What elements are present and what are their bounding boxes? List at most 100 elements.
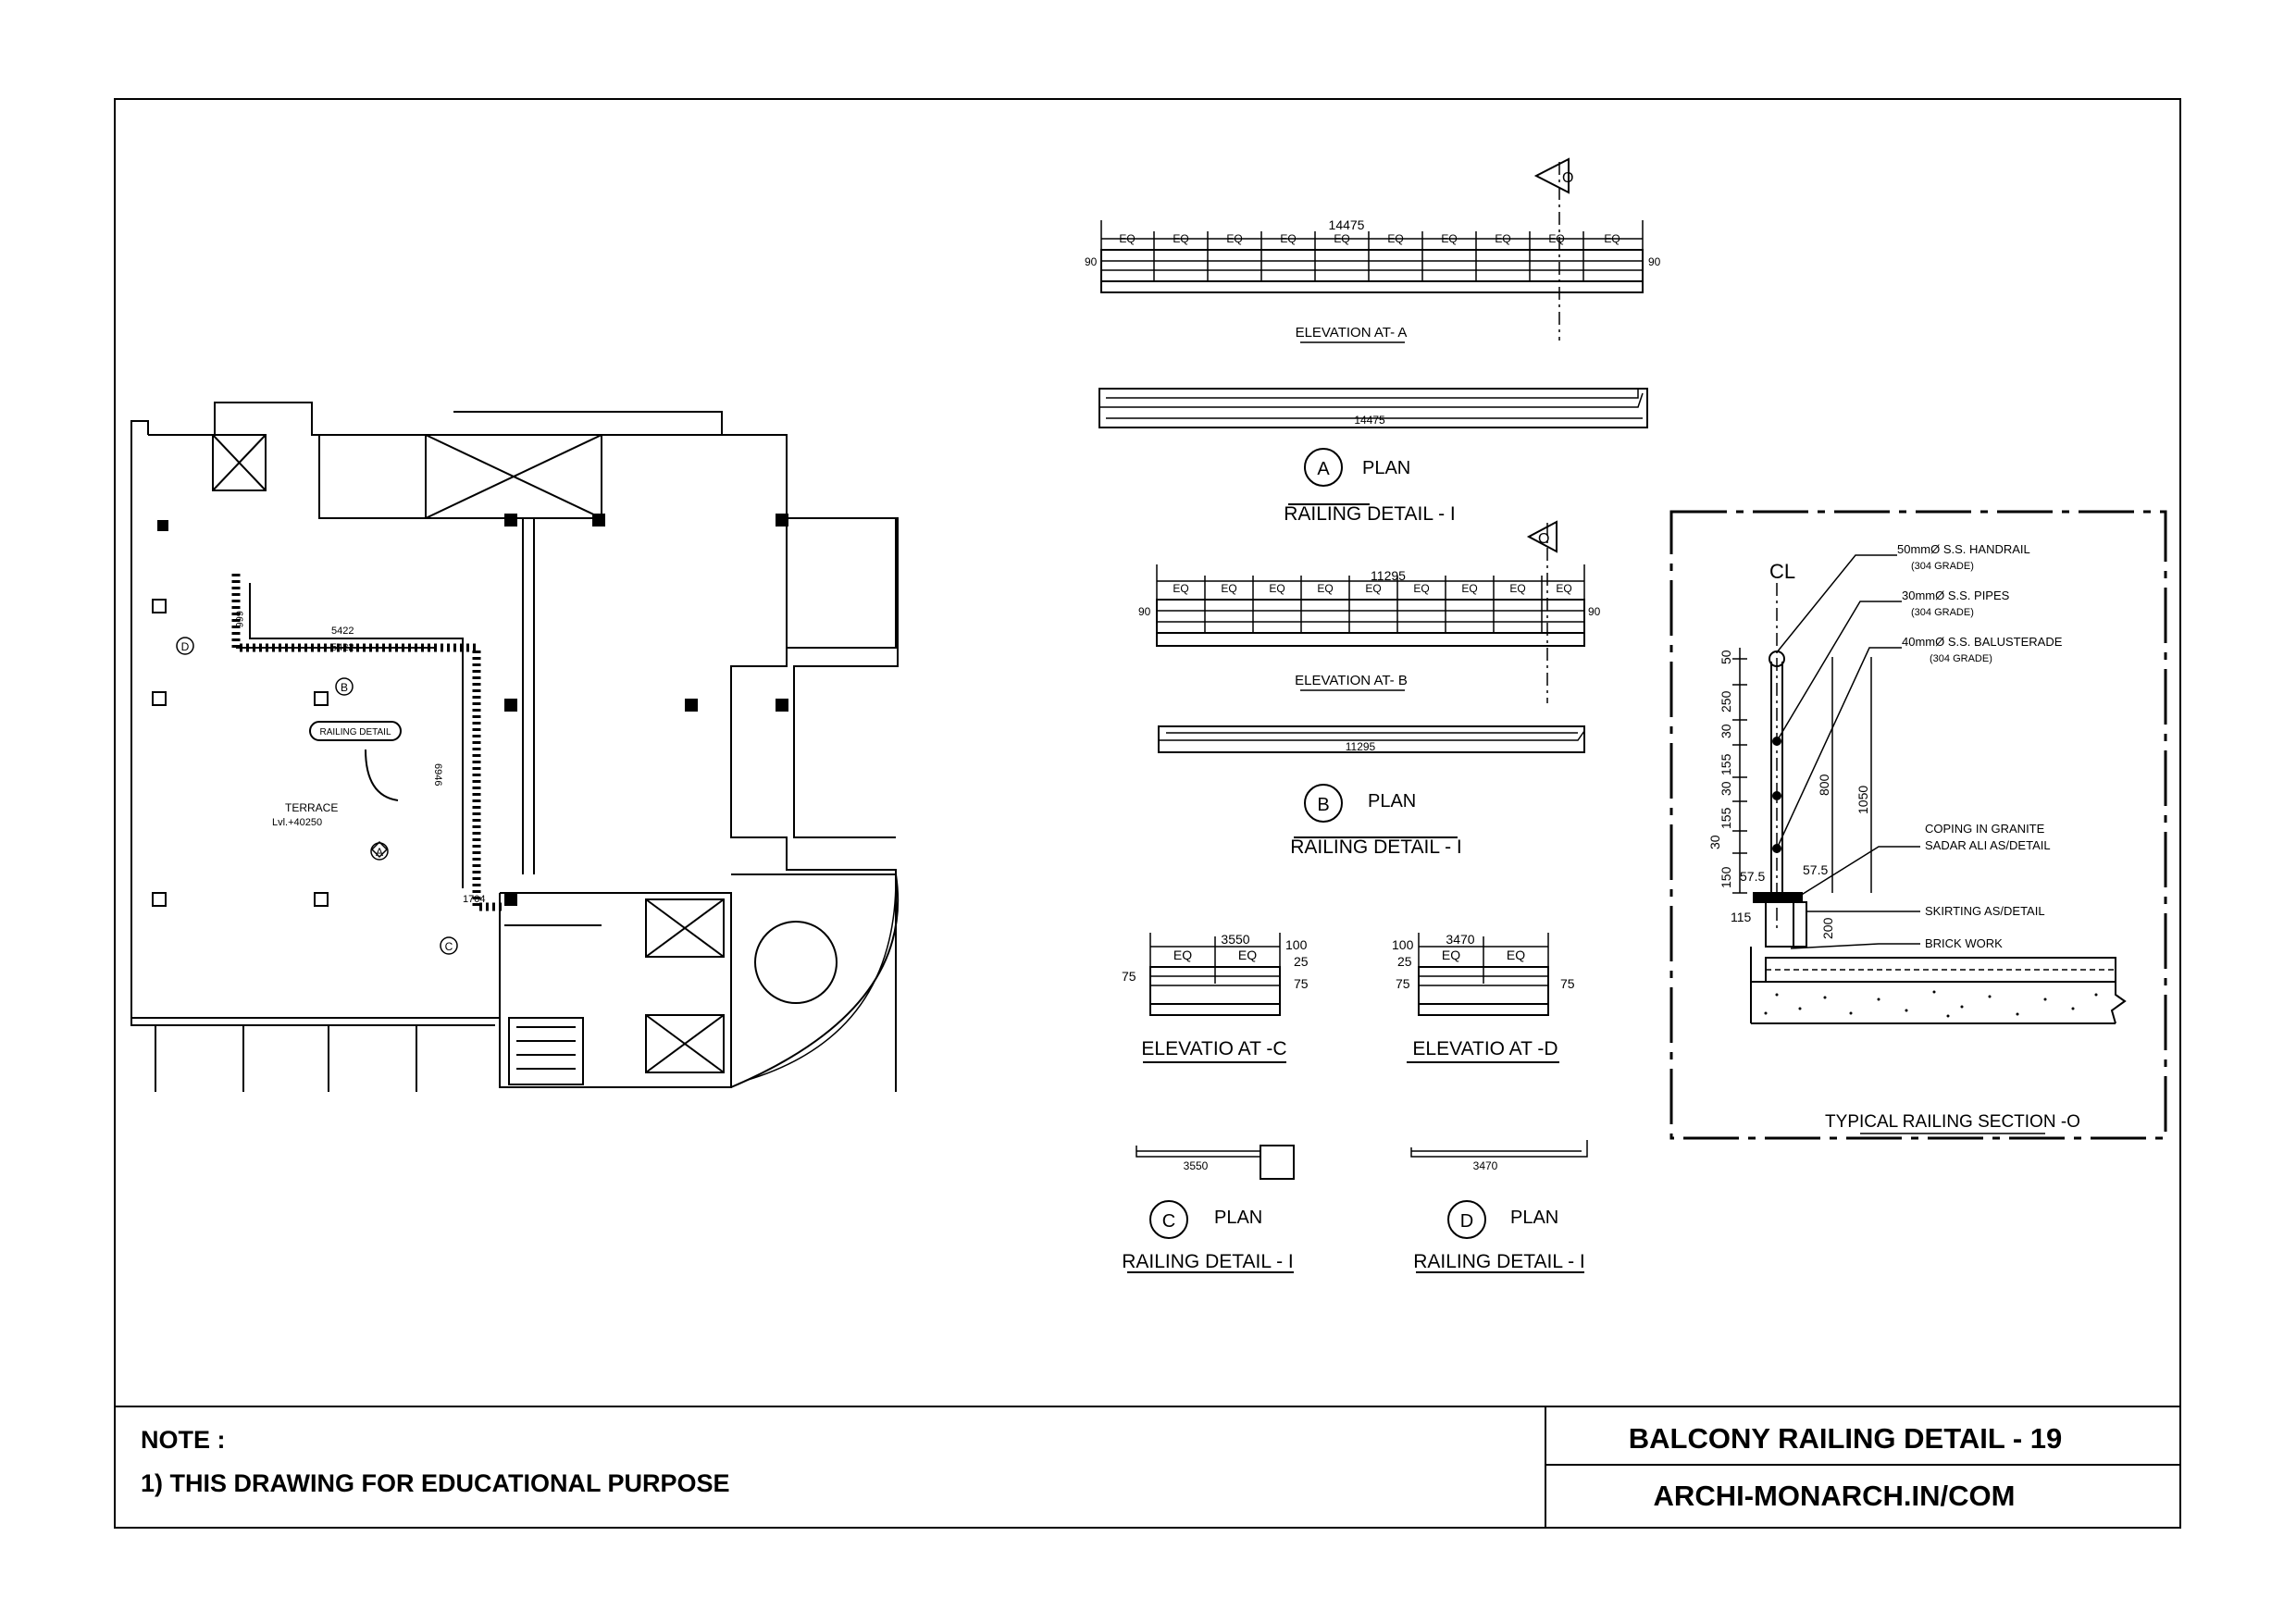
plan-dim-3: 666 xyxy=(233,611,244,627)
plan-marker-a xyxy=(370,840,389,861)
railing-tag-box xyxy=(309,721,402,741)
detail-d-eq-2: EQ xyxy=(1507,948,1525,962)
section-o-dim-800: 800 xyxy=(1817,774,1831,796)
detail-b-marker: B xyxy=(1317,795,1329,815)
detail-b-end-dim-right: 90 xyxy=(1588,605,1601,618)
detail-c-plan-dim: 3550 xyxy=(1184,1159,1209,1172)
plan-marker-a-label: A xyxy=(376,846,383,859)
detail-c-dim-75-right: 75 xyxy=(1294,976,1309,991)
plan-marker-b-label: B xyxy=(341,681,348,694)
detail-b-eq-8: EQ xyxy=(1509,582,1525,595)
detail-b-overall-dim: 11295 xyxy=(1371,568,1406,583)
detail-a-eq-5: EQ xyxy=(1334,232,1349,245)
detail-d-elevation-title: ELEVATIO AT -D xyxy=(1412,1038,1558,1059)
detail-a-end-dim-left: 90 xyxy=(1085,255,1098,268)
detail-b-plan-dim: 11295 xyxy=(1346,740,1376,753)
section-o-coping-1: COPING IN GRANITE xyxy=(1925,822,2045,836)
detail-a-elevation-title: ELEVATION AT- A xyxy=(1296,325,1408,341)
detail-a-plan-dim: 14475 xyxy=(1354,414,1385,427)
detail-b-eq-7: EQ xyxy=(1461,582,1477,595)
detail-c-overall-dim: 3550 xyxy=(1221,932,1249,947)
detail-a-elevation xyxy=(1098,157,1648,505)
detail-c-eq-1: EQ xyxy=(1173,948,1192,962)
note-heading: NOTE : xyxy=(141,1426,226,1454)
detail-a-eq-10: EQ xyxy=(1604,232,1620,245)
section-o-vdim-6: 155 xyxy=(1719,807,1733,829)
section-o-concrete-hatch xyxy=(1764,990,2098,1018)
detail-a-railing-title: RAILING DETAIL - I xyxy=(1284,503,1456,525)
section-o-balusterade-grade: (304 GRADE) xyxy=(1930,653,1992,664)
section-o-pipes: 30mmØ S.S. PIPES xyxy=(1902,588,2010,602)
plan-marker-d-label: D xyxy=(181,640,190,653)
detail-a-eq-9: EQ xyxy=(1548,232,1564,245)
detail-c-eq-2: EQ xyxy=(1238,948,1257,962)
detail-a-eq-4: EQ xyxy=(1280,232,1296,245)
detail-a-eq-8: EQ xyxy=(1495,232,1510,245)
note-line: 1) THIS DRAWING FOR EDUCATIONAL PURPOSE xyxy=(141,1469,730,1497)
detail-a-overall-dim: 14475 xyxy=(1329,217,1365,232)
section-o-pipes-grade: (304 GRADE) xyxy=(1911,607,1974,618)
detail-d-dim-100: 100 xyxy=(1392,937,1414,952)
detail-d-elevation xyxy=(1407,933,1588,1273)
detail-a-plan-label: PLAN xyxy=(1362,458,1410,478)
detail-d-plan-dim: 3470 xyxy=(1473,1159,1498,1172)
detail-c-dim-75-left: 75 xyxy=(1122,969,1136,984)
plan-marker-d xyxy=(176,637,194,655)
detail-b-eq-1: EQ xyxy=(1173,582,1188,595)
sheet-border xyxy=(114,98,2181,1529)
section-o-brickwork: BRICK WORK xyxy=(1925,936,2003,950)
detail-a-eq-6: EQ xyxy=(1387,232,1403,245)
detail-b-end-dim-left: 90 xyxy=(1138,605,1151,618)
section-o-dim-200: 200 xyxy=(1820,917,1835,939)
detail-c-elevation xyxy=(1127,933,1295,1273)
section-o-coping-2: SADAR ALI AS/DETAIL xyxy=(1925,838,2051,852)
plan-marker-b xyxy=(335,677,354,696)
detail-d-dim-25: 25 xyxy=(1397,954,1412,969)
detail-a-end-dim-right: 90 xyxy=(1648,255,1661,268)
plan-dim-1: 5422 xyxy=(331,626,354,637)
detail-b-eq-6: EQ xyxy=(1413,582,1429,595)
detail-d-overall-dim: 3470 xyxy=(1446,932,1474,947)
detail-c-elevation-title: ELEVATIO AT -C xyxy=(1141,1038,1286,1059)
section-o-balusterade: 40mmØ S.S. BALUSTERADE xyxy=(1902,635,2063,649)
website-label: ARCHI-MONARCH.IN/COM xyxy=(1654,1480,2016,1512)
terrace-level: Lvl.+40250 xyxy=(272,817,322,828)
detail-d-dim-75-right: 75 xyxy=(1560,976,1575,991)
detail-a-eq-3: EQ xyxy=(1226,232,1242,245)
detail-a-marker: A xyxy=(1317,459,1330,479)
detail-b-plan-label: PLAN xyxy=(1368,791,1416,812)
section-o-vdim-7: 30 xyxy=(1707,835,1722,849)
plan-marker-c xyxy=(440,936,458,955)
railing-tag-label: RAILING DETAIL xyxy=(319,727,391,737)
detail-c-railing-title: RAILING DETAIL - I xyxy=(1122,1251,1294,1272)
detail-a-section-marker: O xyxy=(1562,170,1573,186)
plan-dim-4: 6946 xyxy=(432,763,443,786)
detail-b-eq-2: EQ xyxy=(1221,582,1236,595)
section-o-vdim-8: 150 xyxy=(1719,866,1733,888)
detail-b-eq-5: EQ xyxy=(1365,582,1381,595)
detail-b-railing-title: RAILING DETAIL - I xyxy=(1290,836,1462,858)
section-o-dim-57-left: 57.5 xyxy=(1740,869,1765,884)
section-o-dim-1050: 1050 xyxy=(1855,786,1870,814)
section-o-drawing xyxy=(1732,554,2127,1134)
section-o-vdim-5: 30 xyxy=(1719,781,1733,796)
detail-d-dim-75-left: 75 xyxy=(1396,976,1410,991)
section-o-title: TYPICAL RAILING SECTION -O xyxy=(1825,1112,2080,1132)
floor-plan xyxy=(130,402,900,1092)
detail-a-eq-2: EQ xyxy=(1173,232,1188,245)
section-o-handrail: 50mmØ S.S. HANDRAIL xyxy=(1897,542,2030,556)
detail-b-eq-9: EQ xyxy=(1556,582,1571,595)
detail-d-plan-label: PLAN xyxy=(1510,1208,1558,1228)
detail-a-eq-7: EQ xyxy=(1441,232,1457,245)
plan-dim-5: 1704 xyxy=(463,894,485,905)
section-o-frame xyxy=(1669,510,2167,1140)
detail-b-elevation-title: ELEVATION AT- B xyxy=(1295,673,1408,688)
detail-d-marker: D xyxy=(1460,1211,1473,1232)
terrace-label: TERRACE xyxy=(285,801,338,814)
section-o-handrail-grade: (304 GRADE) xyxy=(1911,561,1974,572)
detail-d-railing-title: RAILING DETAIL - I xyxy=(1413,1251,1585,1272)
detail-c-plan-label: PLAN xyxy=(1214,1208,1262,1228)
detail-b-eq-3: EQ xyxy=(1269,582,1285,595)
detail-b-elevation xyxy=(1156,520,1585,838)
